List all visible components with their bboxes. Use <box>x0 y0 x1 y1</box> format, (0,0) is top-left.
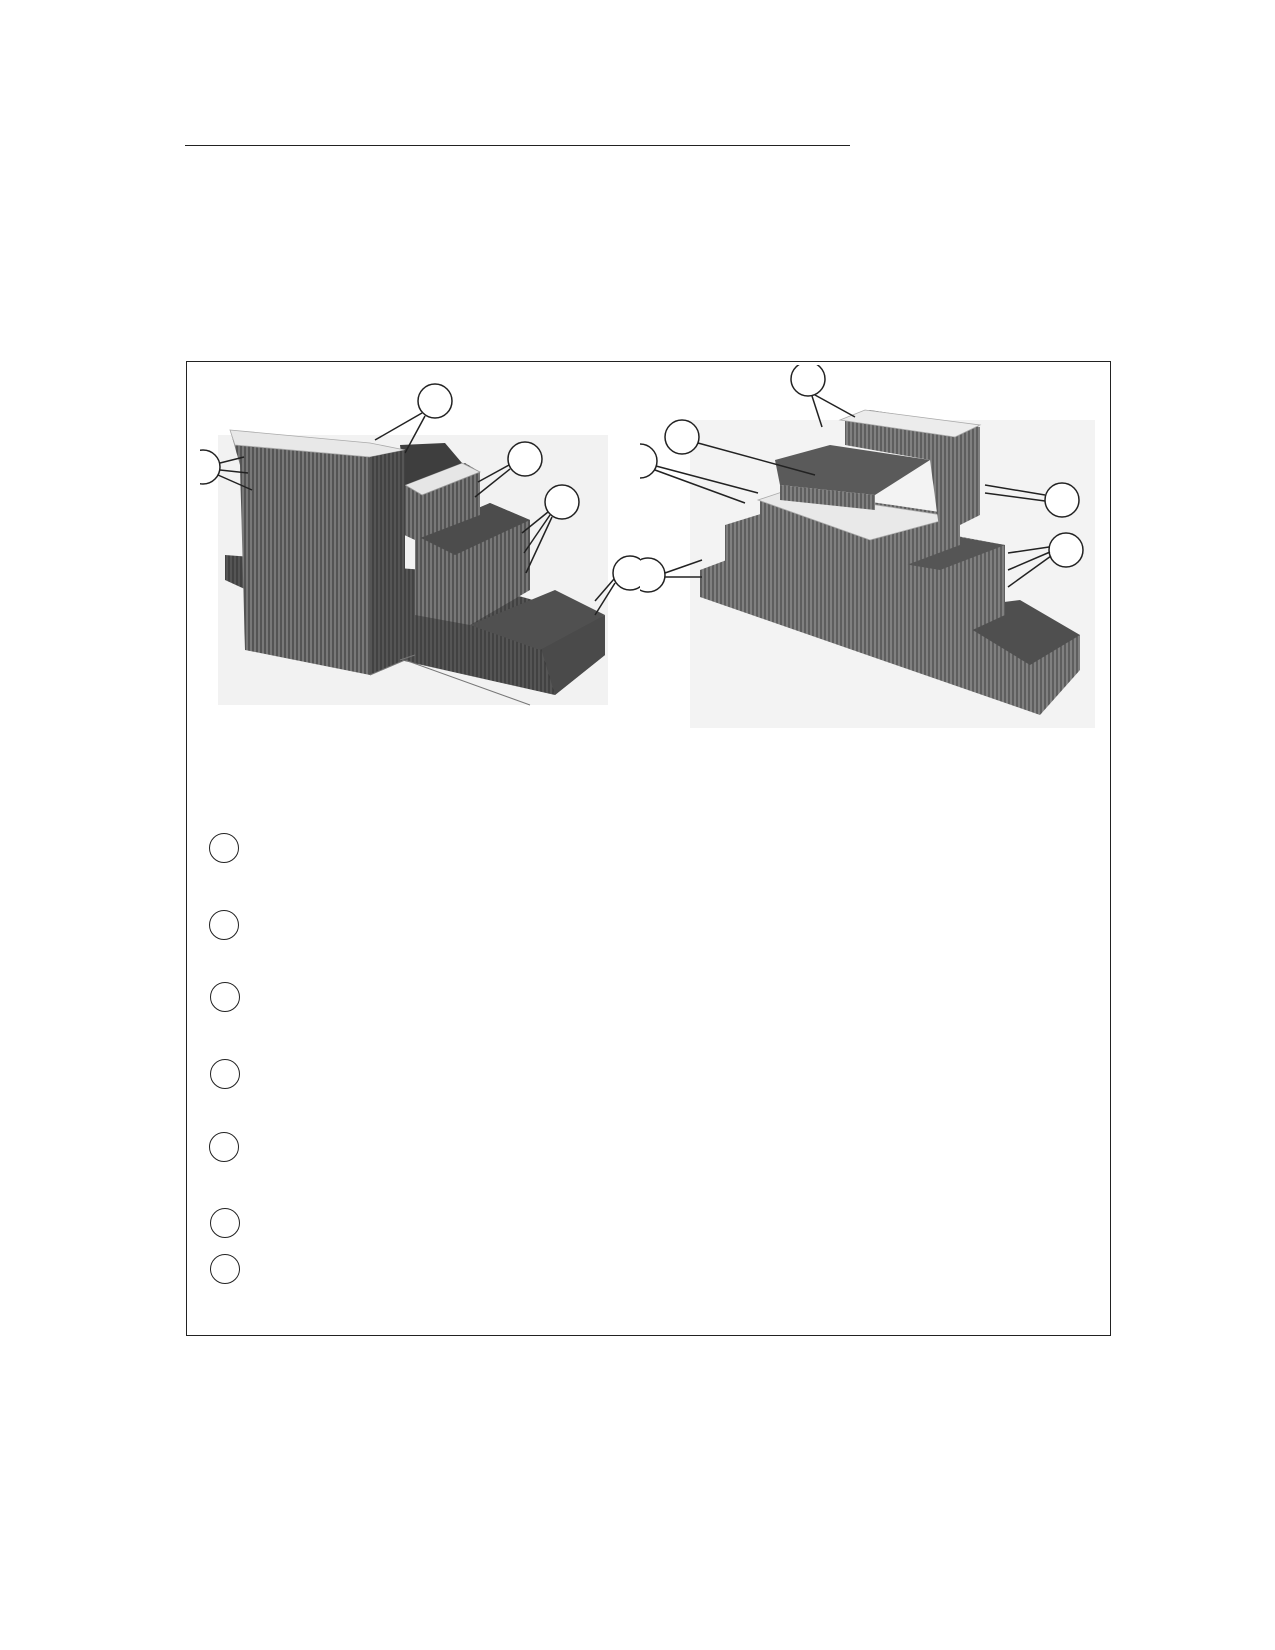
title-blank-line <box>185 145 850 146</box>
right-base-slab <box>700 555 1080 715</box>
legend-key-5 <box>209 1132 239 1162</box>
figure-frame <box>186 361 1111 1336</box>
right-callout-1 <box>790 365 856 428</box>
legend-key-3 <box>210 982 240 1012</box>
legend-key-2 <box>209 910 239 940</box>
legend-key-7 <box>210 1254 240 1284</box>
left-upper-step-skin <box>404 462 481 496</box>
right-top-slab <box>775 445 930 495</box>
right-callout-5 <box>1007 532 1084 588</box>
right-back-block-skin <box>838 409 982 438</box>
right-callout-2 <box>664 419 816 476</box>
left-back-block <box>400 443 462 485</box>
right-back-block <box>845 410 980 535</box>
legend-key-6 <box>210 1208 240 1238</box>
left-callout-3 <box>521 484 580 574</box>
right-callout-3 <box>640 443 759 504</box>
left-callout-4 <box>200 449 253 491</box>
left-bottom-slab-top <box>540 615 605 695</box>
left-tall-block-side <box>370 450 405 675</box>
left-dimension-line <box>369 659 531 706</box>
left-middle-step-top <box>415 503 530 555</box>
left-stack-figure <box>200 383 640 706</box>
right-stack-figure <box>640 365 1095 728</box>
left-callout-1 <box>374 383 453 454</box>
left-callout-5 <box>594 555 640 616</box>
legend-key-4 <box>210 1059 240 1089</box>
left-callout-2 <box>474 441 543 498</box>
right-callout-6 <box>640 557 703 593</box>
left-front-step-top <box>470 590 605 650</box>
right-callout-4 <box>984 482 1080 518</box>
legend-key-1 <box>209 833 239 863</box>
left-tall-block <box>230 430 405 675</box>
